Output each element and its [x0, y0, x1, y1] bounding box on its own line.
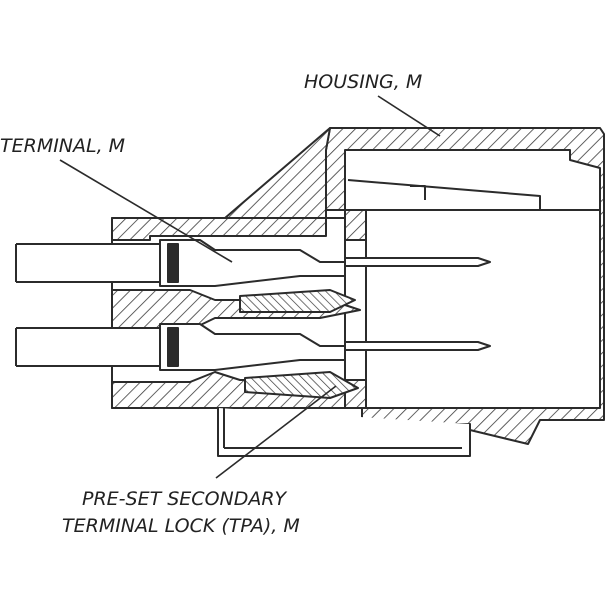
terminal-label: TERMINAL, M: [0, 135, 125, 157]
tpa-lock-upper: [239, 289, 356, 313]
terminal-leader: [59, 159, 233, 263]
pin-lower: [344, 341, 491, 351]
housing-foot: [217, 408, 471, 457]
housing-shell: [325, 127, 605, 445]
housing-label: HOUSING, M: [304, 71, 422, 93]
wire-upper: [16, 243, 161, 283]
housing-flare: [224, 127, 331, 219]
tpa-label-line1: PRE-SET SECONDARY: [82, 488, 288, 510]
terminal-upper-wall: [111, 217, 327, 241]
wire-lower: [16, 327, 161, 367]
pin-upper: [344, 257, 491, 267]
tpa-label-line2: TERMINAL LOCK (TPA), M: [62, 515, 300, 537]
housing-leader: [377, 95, 441, 137]
tpa-leader: [215, 385, 337, 479]
